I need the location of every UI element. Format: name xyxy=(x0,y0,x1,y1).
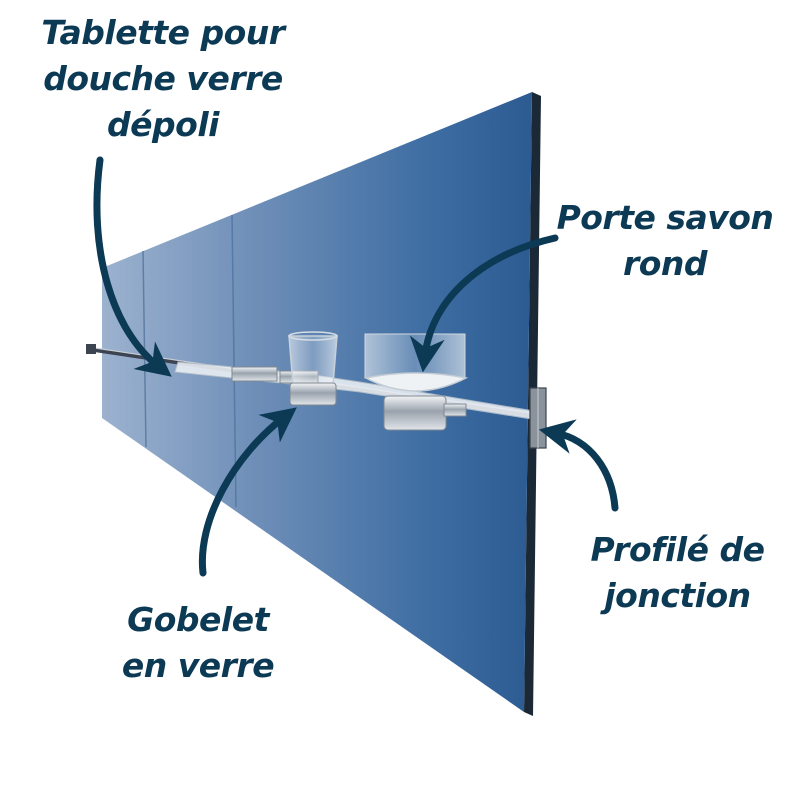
joint-profile xyxy=(529,387,547,449)
label-line: Gobelet xyxy=(127,600,269,639)
rod-end-cap xyxy=(86,344,96,354)
label-line: douche verre xyxy=(43,59,283,98)
label-line: en verre xyxy=(121,646,275,685)
glass-cup xyxy=(288,331,338,406)
label-line: rond xyxy=(622,244,708,283)
label-line: dépoli xyxy=(107,105,219,144)
curved-arrow-icon xyxy=(93,156,172,377)
label-line: Tablette pour xyxy=(41,13,285,52)
curved-arrow-icon xyxy=(198,407,297,577)
label-porte-savon: Porte savon rond xyxy=(540,195,790,287)
label-profile: Profilé de jonction xyxy=(565,527,790,619)
label-line: Profilé de xyxy=(590,530,765,569)
label-tablette: Tablette pour douche verre dépoli xyxy=(18,10,308,148)
label-line: jonction xyxy=(604,576,751,615)
tile-joint xyxy=(231,214,237,508)
label-gobelet: Gobelet en verre xyxy=(98,597,298,689)
shelf-bracket xyxy=(231,366,278,382)
label-line: Porte savon xyxy=(556,198,774,237)
curved-arrow-icon xyxy=(538,419,619,512)
curved-arrow-icon xyxy=(409,234,559,373)
